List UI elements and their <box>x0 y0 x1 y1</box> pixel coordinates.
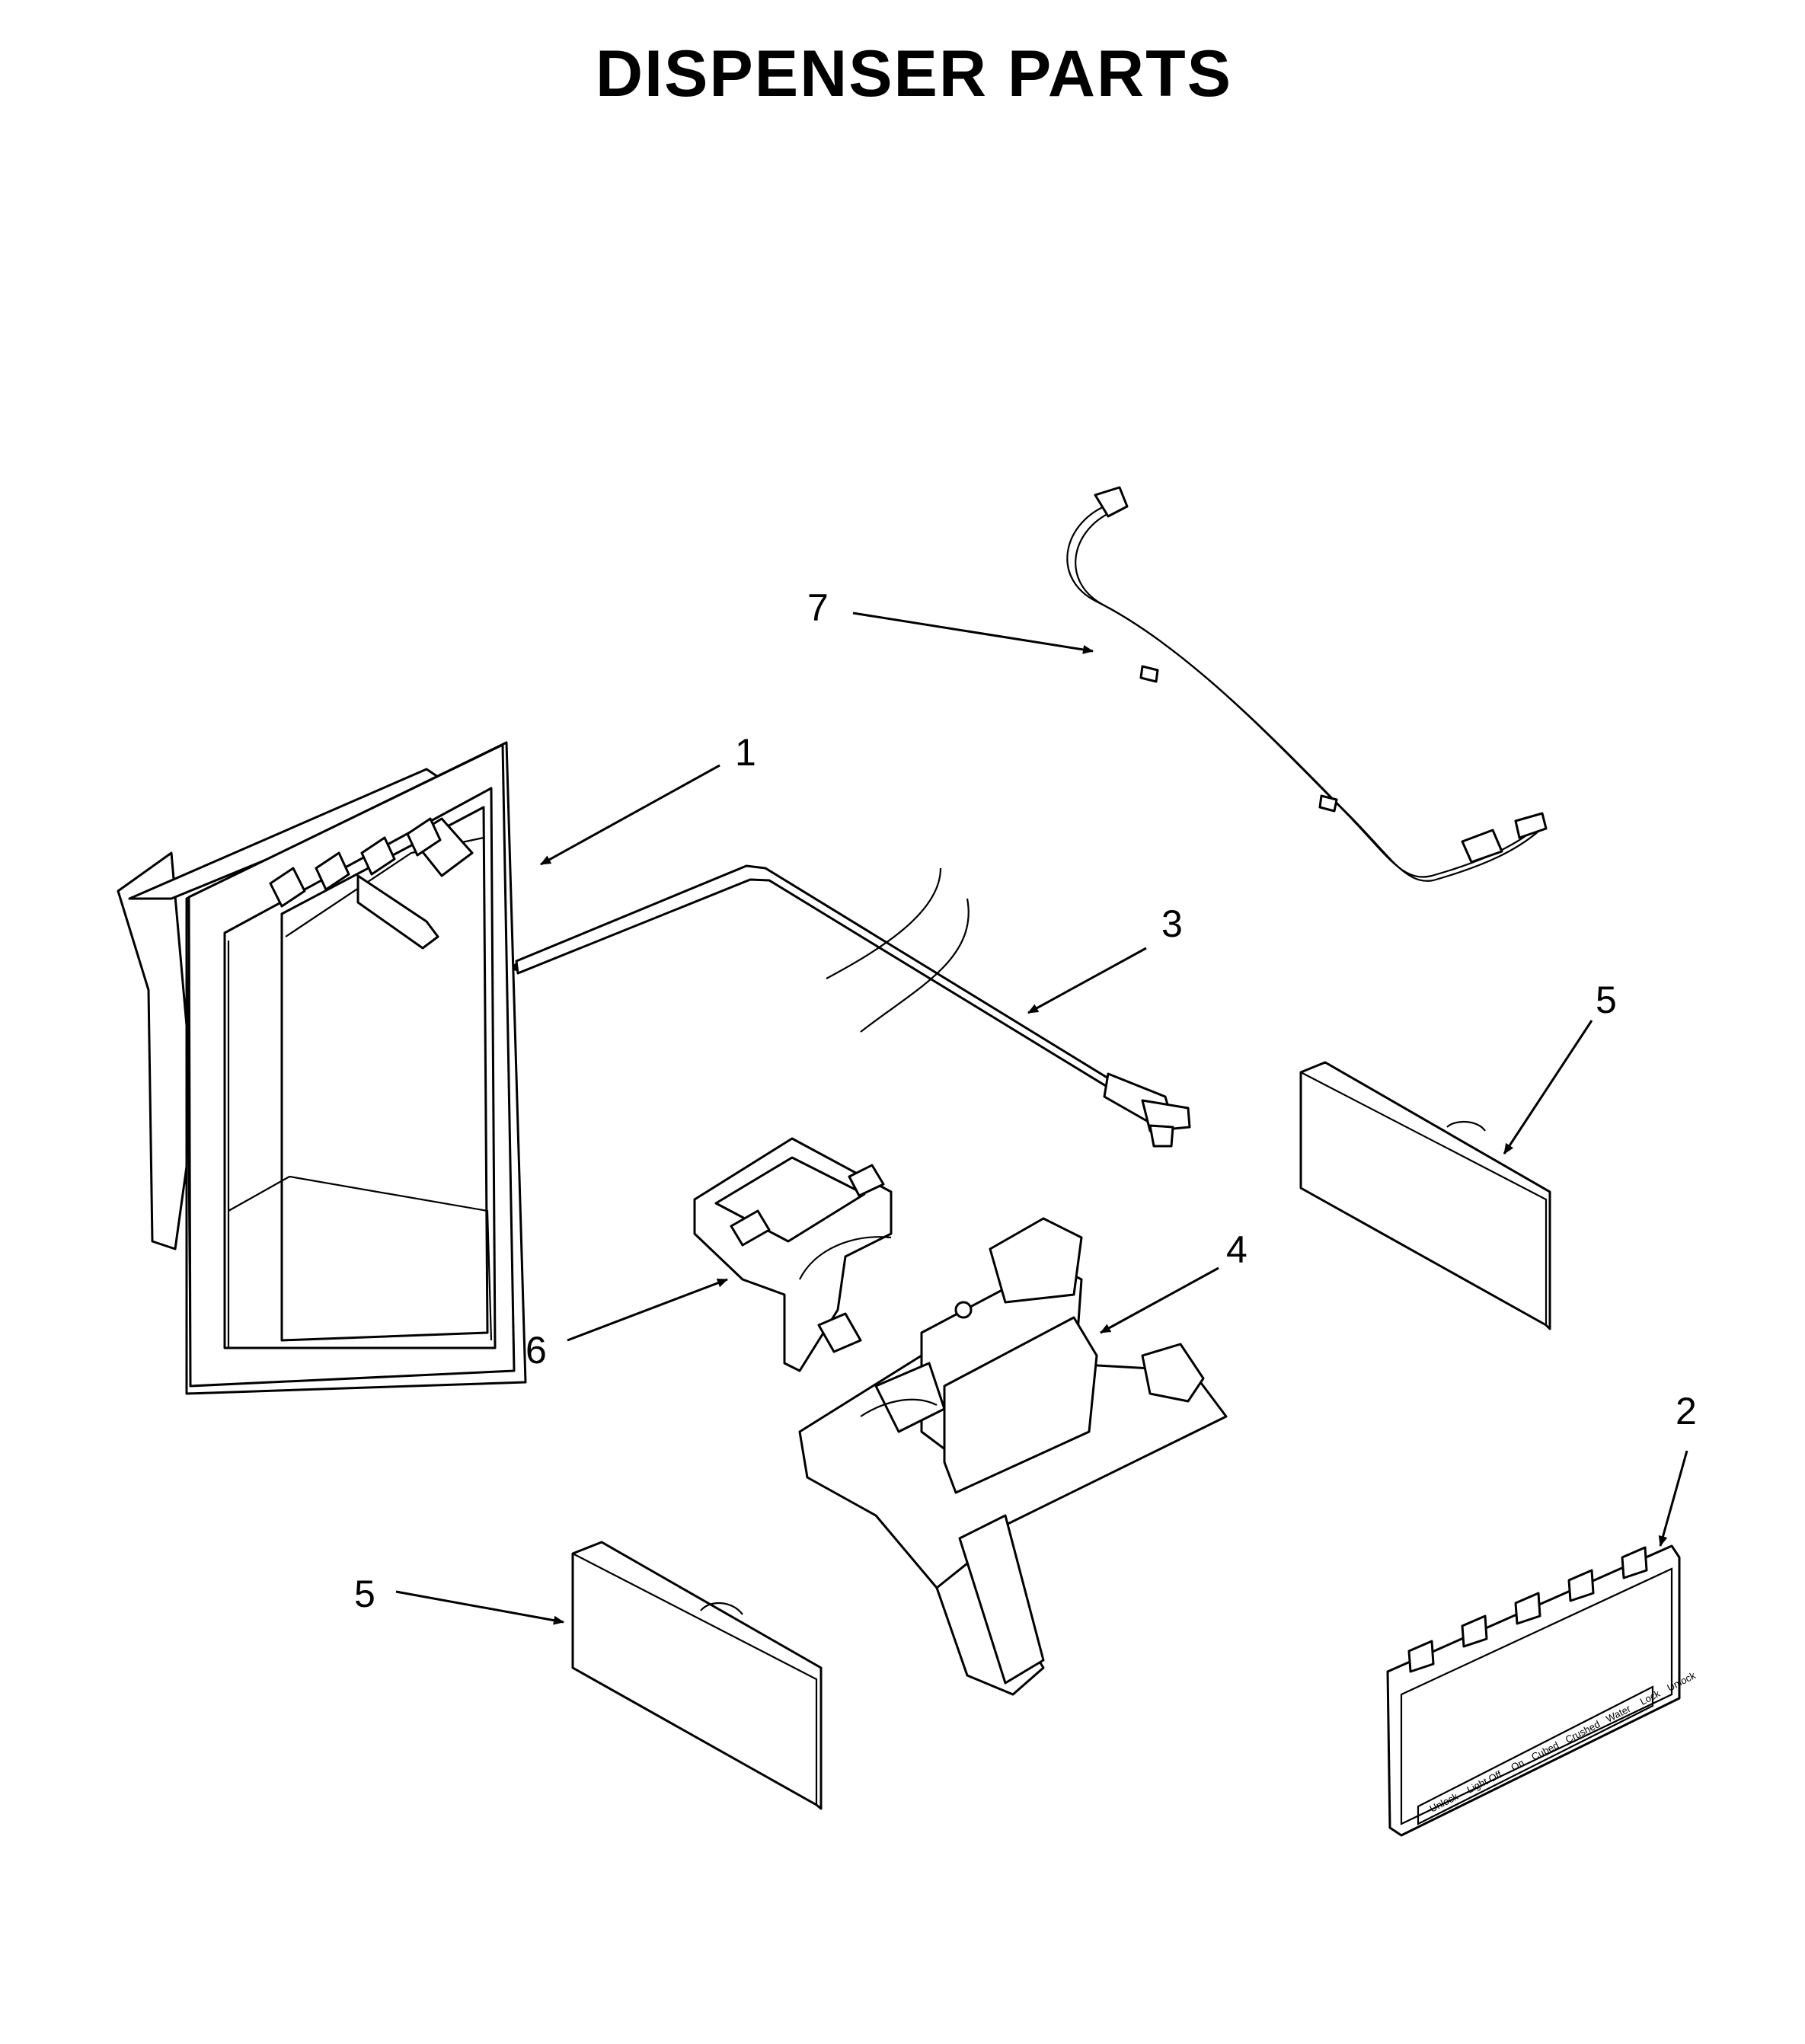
callout-3: 3 <box>1161 902 1183 945</box>
leader-5-lower <box>395 1590 564 1625</box>
leader-7 <box>852 612 1094 654</box>
callout-7: 7 <box>807 586 829 629</box>
leader-6 <box>567 1278 728 1342</box>
callout-5-upper: 5 <box>1596 979 1617 1021</box>
callout-6: 6 <box>526 1329 547 1372</box>
callout-1: 1 <box>735 731 756 774</box>
part-1-dispenser-housing <box>117 741 527 1395</box>
leader-2 <box>1658 1450 1688 1547</box>
part-5-cover-lower <box>571 1541 823 1810</box>
part-3-water-tube <box>515 864 1191 1148</box>
callout-4: 4 <box>1226 1228 1248 1271</box>
part-5-cover-upper <box>1299 1061 1551 1330</box>
callout-5-lower: 5 <box>354 1573 375 1615</box>
page-title: DISPENSER PARTS <box>596 37 1232 110</box>
part-6-actuator <box>693 1137 893 1372</box>
part-7-wire-harness <box>1066 486 1548 882</box>
leader-4 <box>1100 1266 1219 1334</box>
leader-5-upper <box>1503 1020 1593 1155</box>
part-2-control-panel: Unlock Light Off On Cubed Crushed Water … <box>1386 1544 1698 1837</box>
label-on: On <box>1509 1757 1525 1773</box>
leader-3 <box>1027 947 1147 1014</box>
leader-1 <box>540 764 720 866</box>
callout-2: 2 <box>1676 1390 1697 1432</box>
part-4-dispenser-module <box>798 1217 1228 1696</box>
